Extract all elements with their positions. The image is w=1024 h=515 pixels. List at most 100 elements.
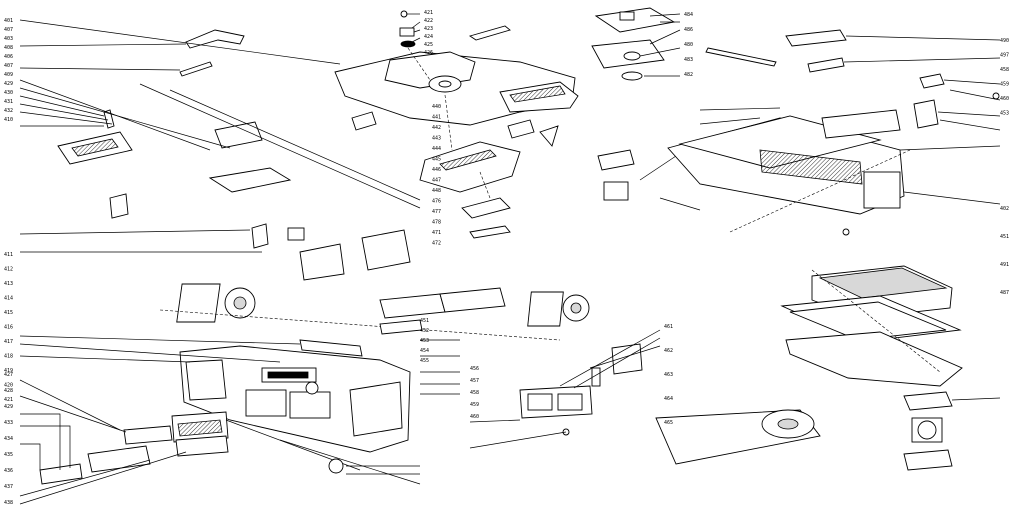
mechanism-rail bbox=[439, 149, 497, 171]
part-number-label: 407 bbox=[4, 63, 13, 69]
top-strip bbox=[468, 25, 511, 41]
button-set bbox=[379, 319, 423, 335]
right-pcb-group bbox=[780, 265, 1001, 471]
cd-spindle-inner bbox=[438, 80, 452, 88]
part-number-label: 459 bbox=[1000, 82, 1009, 88]
part-number-label: 461 bbox=[664, 324, 673, 330]
small-block bbox=[109, 193, 129, 219]
flat-bracket bbox=[469, 225, 511, 239]
clip-part bbox=[539, 125, 559, 147]
part-number-label: 409 bbox=[4, 72, 13, 78]
part-number-label: 417 bbox=[4, 339, 13, 345]
lid-panel-1-window bbox=[177, 419, 223, 437]
part-number-label: 444 bbox=[432, 146, 441, 152]
part-number-label: 429 bbox=[4, 404, 13, 410]
small-plate bbox=[214, 121, 263, 149]
part-number-label: 410 bbox=[4, 117, 13, 123]
part-number-label: 421 bbox=[424, 10, 433, 16]
knob-bottom bbox=[328, 458, 344, 474]
deck-well-1 bbox=[527, 393, 553, 411]
small-pcb-center bbox=[597, 149, 635, 171]
handle-left bbox=[185, 29, 245, 49]
part-number-label: 451 bbox=[1000, 234, 1009, 240]
part-number-label: 482 bbox=[684, 72, 693, 78]
volume-knob bbox=[305, 381, 319, 395]
mount-cone bbox=[917, 420, 937, 440]
part-number-label: 460 bbox=[470, 414, 479, 420]
part-number-label: 483 bbox=[684, 57, 693, 63]
part-number-label: 430 bbox=[4, 90, 13, 96]
part-number-label: 443 bbox=[432, 136, 441, 142]
cd-clamp bbox=[623, 51, 641, 61]
part-number-label: 433 bbox=[4, 420, 13, 426]
spring-right bbox=[807, 57, 845, 73]
part-number-label: 416 bbox=[4, 325, 13, 331]
part-number-label: 424 bbox=[424, 34, 433, 40]
part-number-label: 431 bbox=[4, 99, 13, 105]
cassette-door-2 bbox=[289, 391, 331, 419]
small-plug bbox=[919, 73, 945, 89]
part-number-label: 420 bbox=[4, 383, 13, 389]
rear-cabinet-group bbox=[667, 73, 1001, 236]
part-number-label: 451 bbox=[420, 318, 429, 324]
foot-bracket bbox=[903, 449, 953, 471]
deck-well-2 bbox=[557, 393, 583, 411]
part-number-label: 413 bbox=[4, 281, 13, 287]
part-number-label: 464 bbox=[664, 396, 673, 402]
part-number-label: 428 bbox=[4, 388, 13, 394]
lid-panel-5 bbox=[175, 435, 229, 457]
part-number-label: 402 bbox=[1000, 206, 1009, 212]
part-number-label: 476 bbox=[432, 199, 441, 205]
small-bracket-2 bbox=[507, 119, 535, 139]
part-number-label: 407 bbox=[4, 27, 13, 33]
front-bracket-2 bbox=[439, 287, 506, 313]
part-number-label: 452 bbox=[420, 328, 429, 334]
part-number-label: 415 bbox=[4, 310, 13, 316]
part-number-label: 463 bbox=[664, 372, 673, 378]
part-number-label: 436 bbox=[4, 468, 13, 474]
speaker-grille-right bbox=[349, 381, 403, 437]
top-knob bbox=[399, 27, 415, 37]
cassette-mechanism bbox=[469, 329, 661, 449]
part-number-label: 477 bbox=[432, 209, 441, 215]
labels-bottom-center: 4514524534544554564574584594604614624634… bbox=[420, 318, 673, 426]
rear-screw bbox=[842, 228, 850, 236]
lid-panel-3 bbox=[87, 445, 151, 473]
pcb-small-center bbox=[461, 197, 511, 219]
part-number-label: 441 bbox=[432, 115, 441, 121]
part-number-label: 478 bbox=[432, 220, 441, 226]
upper-left-clip bbox=[103, 109, 115, 129]
part-number-label: 421 bbox=[4, 397, 13, 403]
speaker-grille-left bbox=[185, 359, 227, 401]
part-number-label: 455 bbox=[420, 358, 429, 364]
part-number-label: 412 bbox=[4, 267, 13, 273]
part-number-label: 425 bbox=[424, 42, 433, 48]
part-number-label: 408 bbox=[4, 45, 13, 51]
cassette-door-1 bbox=[245, 389, 287, 417]
part-number-label: 490 bbox=[1000, 38, 1009, 44]
part-number-label: 427 bbox=[4, 372, 13, 378]
part-number-label: 414 bbox=[4, 296, 13, 302]
top-cabinet-group bbox=[19, 10, 579, 239]
part-number-label: 462 bbox=[664, 348, 673, 354]
rod-right bbox=[705, 47, 777, 67]
part-number-label: 486 bbox=[684, 27, 693, 33]
part-number-label: 454 bbox=[420, 348, 429, 354]
cd-clamp-ring bbox=[621, 71, 643, 81]
part-number-label: 445 bbox=[432, 157, 441, 163]
part-number-label: 484 bbox=[684, 12, 693, 18]
block-left bbox=[287, 227, 305, 241]
labels-center: 4404414424434444454464474484764774784714… bbox=[432, 104, 441, 247]
cassette-lids bbox=[19, 379, 421, 505]
part-number-label: 418 bbox=[4, 354, 13, 360]
part-number-label: 446 bbox=[432, 167, 441, 173]
rear-grille bbox=[759, 149, 863, 185]
pcb-trace-area bbox=[71, 138, 119, 157]
bottom-bracket bbox=[903, 391, 953, 411]
speaker-right-center bbox=[570, 302, 582, 314]
part-number-label: 491 bbox=[1000, 262, 1009, 268]
small-box-center bbox=[603, 181, 629, 201]
small-bracket-1 bbox=[351, 111, 377, 131]
part-number-label: 437 bbox=[4, 484, 13, 490]
part-number-label: 453 bbox=[1000, 111, 1009, 117]
